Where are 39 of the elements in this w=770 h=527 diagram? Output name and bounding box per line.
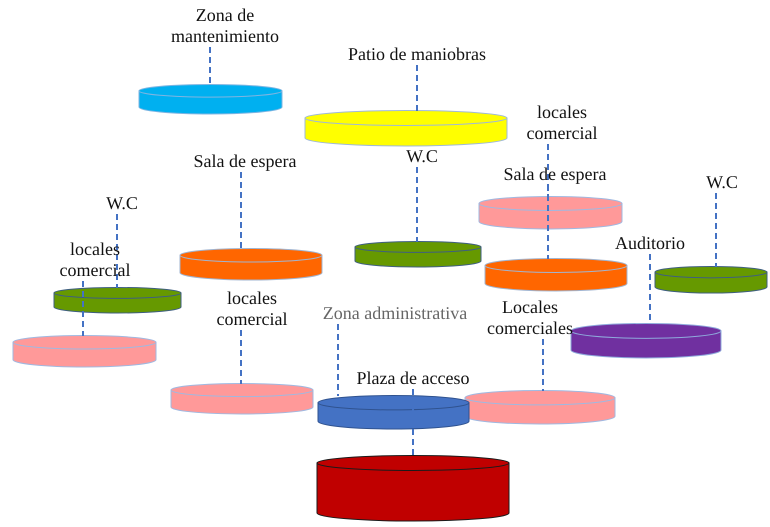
area-label: Locales comerciales [475, 297, 585, 339]
cylinder-disk [12, 335, 157, 368]
cylinder-disk [53, 287, 182, 314]
area-label: W.C [692, 172, 752, 193]
leader-line [240, 330, 242, 384]
leader-line [416, 65, 418, 111]
area-label: Auditorio [595, 233, 705, 254]
area-label: locales comercial [202, 288, 302, 330]
cylinder-disk [179, 248, 323, 281]
leader-line [416, 167, 418, 242]
leader-line [715, 193, 717, 267]
leader-line [547, 144, 549, 197]
cylinder-disk [654, 266, 768, 294]
cylinder-disk [138, 84, 283, 115]
leader-line [240, 172, 242, 249]
area-label: Plaza de acceso [338, 368, 488, 389]
area-label: locales comercial [45, 239, 145, 281]
cylinder-disk [170, 383, 314, 415]
area-label: W.C [92, 193, 152, 214]
cylinder-disk [478, 196, 623, 230]
leader-line [542, 339, 544, 391]
area-label: Sala de espera [480, 164, 630, 185]
cylinder-disk [484, 258, 628, 292]
cylinder-disk [316, 455, 510, 522]
cylinder-disk [317, 395, 470, 430]
leader-line [82, 281, 84, 336]
leader-line [209, 47, 211, 85]
leader-line [337, 324, 339, 396]
leader-line [412, 389, 414, 456]
area-label: locales comercial [512, 102, 612, 144]
area-label: W.C [392, 146, 452, 167]
cylinder-disk [304, 110, 508, 147]
area-label: Sala de espera [170, 151, 320, 172]
area-label: Zona de mantenimiento [150, 5, 300, 47]
cylinder-disk [354, 241, 482, 268]
cylinder-disk [464, 390, 616, 425]
leader-line [116, 214, 118, 288]
area-label: Zona administrativa [320, 303, 470, 324]
area-label: Patio de maniobras [327, 44, 507, 65]
